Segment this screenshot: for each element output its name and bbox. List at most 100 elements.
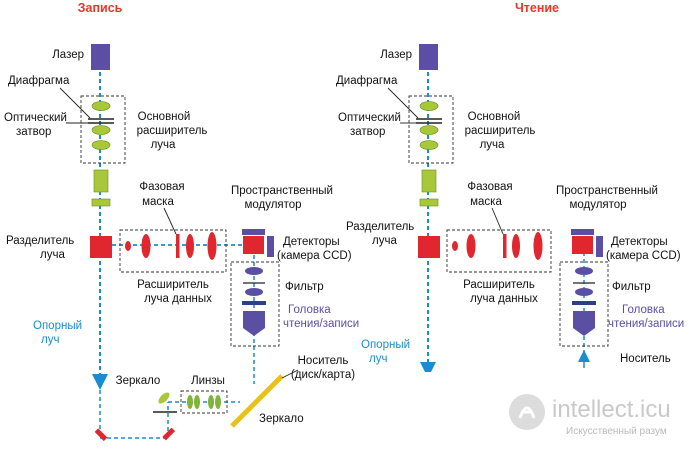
write-slm-splitter <box>243 236 264 254</box>
read-reference-label-2: луч <box>369 353 387 365</box>
write-head-label-2: чтения/записи <box>283 318 359 330</box>
read-panel: Лазер Диафрагма Оптический затвор Основн… <box>336 44 684 378</box>
write-storage-medium <box>230 374 284 428</box>
write-reference-label-2: луч <box>41 334 59 346</box>
write-laser <box>91 44 110 70</box>
write-lens-2 <box>91 125 111 135</box>
read-head-box <box>559 261 609 347</box>
watermark-tagline: Искусственный разум <box>566 426 667 437</box>
title-read: Чтение <box>515 1 559 15</box>
read-lens-1 <box>419 101 439 111</box>
write-filter-block <box>93 169 109 193</box>
read-expander-box <box>408 95 454 164</box>
read-phase-mask <box>503 234 507 258</box>
write-medium-label-1: Носитель <box>298 355 349 367</box>
write-data-lens-1 <box>125 241 131 251</box>
write-slm-label-1: Пространственный <box>231 185 333 197</box>
read-slm-label-2: модулятор <box>569 199 626 211</box>
write-ccd <box>267 236 274 257</box>
write-reference-label-1: Опорный <box>33 320 82 332</box>
title-write: Запись <box>78 1 123 15</box>
write-lenses-label: Линзы <box>191 375 225 387</box>
write-shutter-label-1: Оптический <box>4 112 67 124</box>
read-lens-2 <box>419 125 439 135</box>
write-filter <box>242 301 266 305</box>
read-shutter-label-1: Оптический <box>338 112 401 124</box>
read-head-lens-1 <box>575 267 593 275</box>
write-diaphragm-leader <box>59 87 91 119</box>
read-splitter-label-1: Разделитель <box>346 221 414 233</box>
write-shutter-label-2: затвор <box>16 126 51 138</box>
read-splitter-label-2: луча <box>372 235 397 247</box>
read-detectors-label-2: (камера CCD) <box>606 250 681 262</box>
read-filter-plate <box>419 198 439 207</box>
read-slm-label-1: Пространственный <box>556 185 658 197</box>
write-detectors-label-1: Детекторы <box>283 236 340 248</box>
read-laser-label: Лазер <box>380 49 412 61</box>
write-data-lens-2 <box>141 234 151 258</box>
write-laser-label: Лазер <box>52 49 84 61</box>
read-reference-label-1: Опорный <box>361 339 410 351</box>
read-data-lens-4 <box>533 232 543 260</box>
watermark-logo-mark <box>518 406 536 419</box>
read-phase-mask-label-2: маска <box>470 196 502 208</box>
write-panel: Лазер Диафрагма Оптический затвор Основн… <box>4 44 359 442</box>
read-filter-block <box>421 169 437 193</box>
write-medium-label-2: (диск/карта) <box>291 369 355 381</box>
write-bottom-mirror-left <box>94 428 108 442</box>
write-data-lens-4 <box>207 232 217 260</box>
write-data-expander-label-1: Расширитель <box>137 279 209 291</box>
read-data-expander-box <box>446 229 552 273</box>
read-beam-splitter <box>418 236 440 258</box>
write-expander-label-2: расширитель <box>137 125 208 137</box>
read-phase-mask-label-1: Фазовая <box>467 181 512 193</box>
write-bottom-mirror-right <box>162 427 176 441</box>
write-diaphragm-label: Диафрагма <box>8 75 70 87</box>
read-expander-label-3: луча <box>480 139 505 151</box>
read-slm-splitter <box>572 236 593 254</box>
write-head-box <box>230 261 280 347</box>
write-medium-leader <box>281 369 299 379</box>
write-detectors-label-2: (камера CCD) <box>277 250 352 262</box>
write-slm-label-2: модулятор <box>244 199 301 211</box>
write-objective <box>243 311 265 336</box>
write-head-lens-1 <box>245 267 263 275</box>
write-phase-mask-leader <box>163 207 177 235</box>
write-lens-3 <box>91 140 111 150</box>
read-data-lens-2 <box>466 234 476 258</box>
read-phase-mask-leader <box>491 207 504 235</box>
write-head-lens-2 <box>245 288 263 296</box>
read-lens-3 <box>419 140 439 150</box>
write-data-expander-box <box>119 229 227 273</box>
read-filter <box>572 301 596 305</box>
read-data-lens-1 <box>452 241 458 251</box>
write-data-expander-label-2: луча данных <box>144 293 212 305</box>
read-diaphragm-label: Диафрагма <box>336 75 398 87</box>
read-laser <box>419 44 438 70</box>
write-slm <box>242 229 265 235</box>
cropped-area <box>420 372 700 448</box>
write-expander-box <box>80 95 126 164</box>
write-beam-splitter <box>90 236 112 258</box>
read-data-lens-3 <box>512 234 520 258</box>
write-lens-c <box>208 395 214 409</box>
write-lens-a <box>187 395 193 409</box>
read-objective <box>573 311 595 336</box>
watermark: intellect.icu Искусственный разум <box>509 394 671 437</box>
watermark-brand: intellect.icu <box>552 396 671 423</box>
read-head-lens-2 <box>575 288 593 296</box>
write-filter-label: Фильтр <box>285 281 324 293</box>
write-lens-1 <box>91 101 111 111</box>
read-filter-label: Фильтр <box>612 281 651 293</box>
read-diaphragm-leader <box>387 87 419 119</box>
write-expander-label-1: Основной <box>138 111 191 123</box>
read-expander-label-1: Основной <box>468 111 521 123</box>
write-phase-mask-label-2: маска <box>142 196 174 208</box>
write-lenses-box <box>180 390 228 414</box>
read-detectors-label-1: Детекторы <box>611 236 668 248</box>
read-head-label-1: Головка <box>622 304 665 316</box>
write-splitter-label-2: луча <box>40 249 65 261</box>
write-mirror-left-label: Зеркало <box>116 375 161 387</box>
write-expander-label-3: луча <box>151 139 176 151</box>
